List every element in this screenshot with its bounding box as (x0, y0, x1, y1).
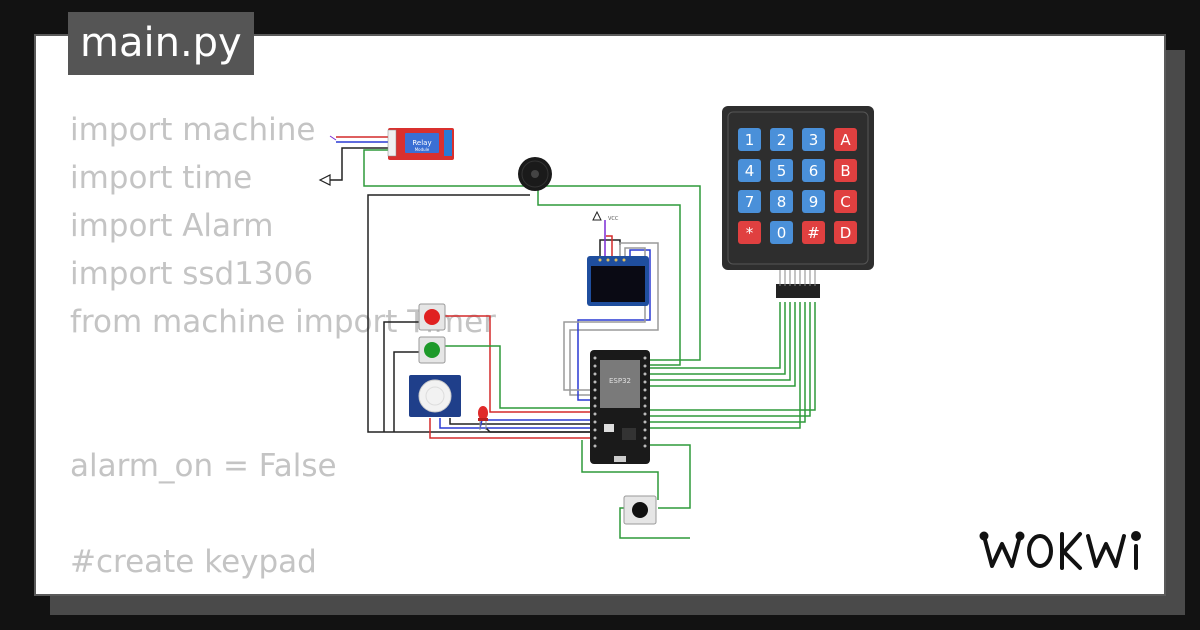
keypad-key[interactable]: 5 (770, 159, 793, 182)
keypad-key[interactable]: 0 (770, 221, 793, 244)
code-line: rows = [32, 34, 18, 19] (70, 586, 496, 594)
keypad-key-label: 7 (745, 193, 755, 211)
keypad-key[interactable]: 6 (802, 159, 825, 182)
code-preview: import machine import time import Alarm imp… (70, 106, 496, 594)
keypad-key-label: * (746, 224, 754, 242)
led-red (478, 406, 488, 430)
keypad-key-label: D (840, 224, 852, 242)
oled-vcc-label: VCC (608, 216, 619, 222)
keypad-key-label: 2 (777, 131, 787, 149)
relay-label: Relay (412, 139, 431, 147)
keypad-key-label: 5 (777, 162, 787, 180)
button-green[interactable] (418, 336, 446, 364)
keypad-key-label: 1 (745, 131, 755, 149)
keypad-key[interactable]: 3 (802, 128, 825, 151)
keypad-key[interactable]: * (738, 221, 761, 244)
wire-btn-bottom (650, 444, 691, 509)
oled-display: VCC (587, 210, 649, 306)
wire-pir-gnd (449, 418, 590, 425)
keypad-key-label: B (840, 162, 850, 180)
code-line: import ssd1306 (70, 256, 314, 292)
code-line: alarm_on = False (70, 448, 337, 484)
wire-btn-red (443, 315, 590, 413)
keypad-key[interactable]: 9 (802, 190, 825, 213)
esp32-label: ESP32 (609, 377, 631, 385)
wire-buzzer (537, 190, 681, 366)
code-line: import Alarm (70, 208, 274, 244)
keypad-key[interactable]: # (802, 221, 825, 244)
code-line: import time (70, 160, 253, 196)
wire-gnd-left (367, 194, 590, 433)
keypad-key-label: 4 (745, 162, 755, 180)
keypad-key[interactable]: B (834, 159, 857, 182)
keypad-key-label: 8 (777, 193, 787, 211)
keypad-key[interactable]: 1 (738, 128, 761, 151)
code-line: import machine (70, 112, 316, 148)
keypad-key[interactable]: 4 (738, 159, 761, 182)
wire-pir-vcc (429, 418, 590, 439)
code-line: #create keypad (70, 544, 317, 580)
keypad-key[interactable]: 8 (770, 190, 793, 213)
wire-oled-x (563, 247, 646, 391)
pir-sensor (409, 375, 461, 417)
preview-card: import machine import time import Alarm imp… (34, 34, 1166, 596)
keypad-key-label: 3 (809, 131, 819, 149)
keypad-key[interactable]: D (834, 221, 857, 244)
wires (330, 136, 816, 539)
wire-oled-vcc-a (606, 235, 613, 260)
wire-relay-gnd (330, 147, 390, 181)
relay-module: Relay Module (387, 128, 454, 160)
wire-oled-scl (569, 242, 659, 396)
keypad-key-label: 0 (777, 224, 787, 242)
keypad-key[interactable]: C (834, 190, 857, 213)
keypad-key-label: 9 (809, 193, 819, 211)
keypad-key[interactable]: 7 (738, 190, 761, 213)
wire-led-gnd (485, 427, 590, 433)
button-red[interactable] (418, 303, 446, 331)
wire-oled-sda (577, 249, 651, 401)
file-tab[interactable]: main.py (68, 12, 254, 75)
keypad-key-label: # (807, 224, 820, 242)
wire-btn-gnd (383, 321, 420, 432)
keypad-key-label: A (840, 131, 851, 149)
wokwi-logo (979, 531, 1141, 570)
wire-btn-gnd2 (393, 351, 420, 432)
wire-btn-green (443, 345, 590, 409)
relay-sublabel: Module (415, 147, 430, 152)
esp32-board: ESP32 (590, 350, 650, 464)
button-black[interactable] (623, 495, 657, 525)
keypad-key-label: C (840, 193, 850, 211)
keypad-key[interactable]: 2 (770, 128, 793, 151)
keypad-4x4: 1 2 3 A 4 5 6 B 7 8 9 C * 0 # D (722, 106, 874, 298)
relay-power-symbols (318, 135, 337, 186)
keypad-key-label: 6 (809, 162, 819, 180)
keypad-key[interactable]: A (834, 128, 857, 151)
wire-pir-out (439, 418, 590, 429)
buzzer (518, 157, 552, 191)
